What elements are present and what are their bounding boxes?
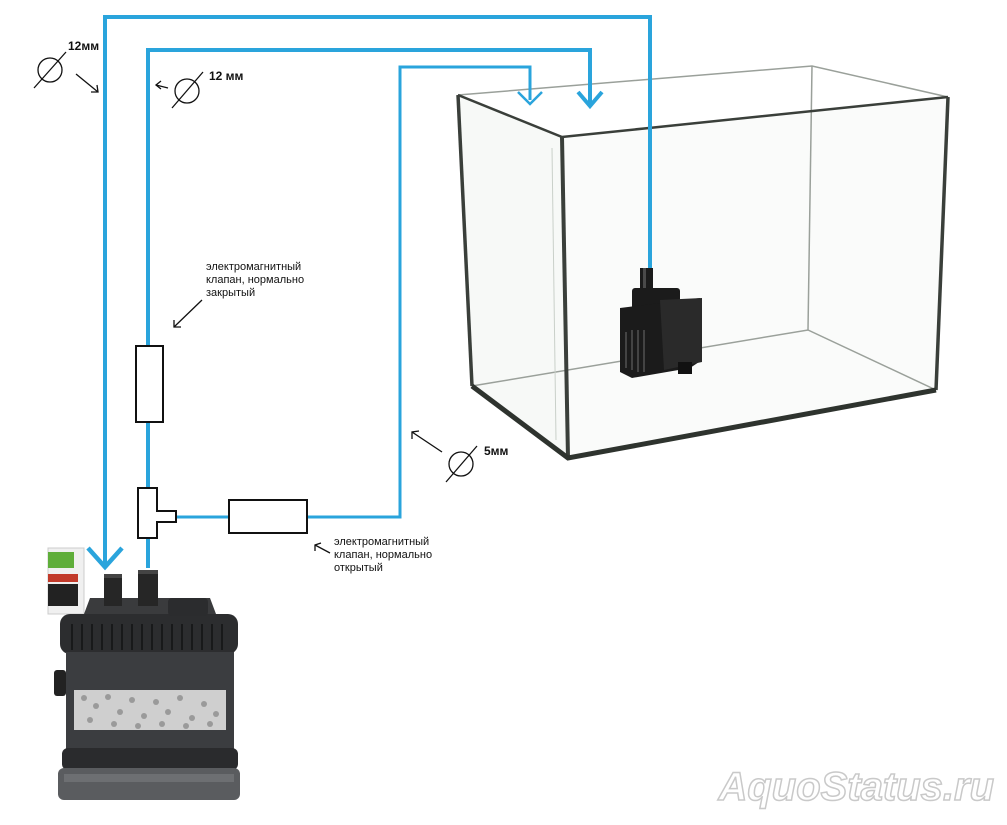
arrow-pointer-icon <box>173 299 203 328</box>
pump-foot <box>678 362 692 374</box>
arrow-pointer-icon <box>91 84 99 93</box>
diameter-symbol-icon <box>445 445 478 483</box>
dim-label-small: 5мм <box>484 444 509 458</box>
valve-closed-line-1: электромагнитный <box>206 261 301 273</box>
aquarium-tank <box>456 65 950 461</box>
filter-top-rim <box>60 614 238 654</box>
tank-glass-tint <box>458 95 568 458</box>
tank-right-edge <box>934 96 950 391</box>
arrow-pointer-icon <box>411 431 443 453</box>
filter-media-gravel <box>81 694 219 729</box>
arrow-pointer-icon <box>154 80 162 90</box>
arrow-down-icon <box>576 90 604 110</box>
tank-front-tint <box>562 97 948 458</box>
valve-closed-line-2: клапан, нормально <box>206 274 304 286</box>
valve-open-line-2: клапан, нормально <box>334 549 432 561</box>
arrow-pointer-icon <box>75 73 99 93</box>
filter-handle <box>168 598 208 616</box>
diameter-symbol-icon <box>448 451 474 477</box>
tank-left-edge <box>456 94 474 387</box>
pipe-filter-to-tank <box>146 48 592 568</box>
filter-outlet-nozzle <box>138 570 158 606</box>
filter-inlet-nozzle <box>104 574 122 606</box>
diameter-symbol-icon <box>174 78 200 104</box>
valve-open-line-1: электромагнитный <box>334 536 429 548</box>
arrow-pointer-icon <box>314 544 331 554</box>
diameter-symbol-icon <box>171 71 204 109</box>
valve-open-line-3: открытый <box>334 562 383 574</box>
arrow-pointer-icon <box>173 320 181 328</box>
valve-normally-closed <box>135 345 164 423</box>
tank-back-bottom <box>471 329 937 391</box>
dim-inner-marker: 12 мм <box>154 69 244 109</box>
canister-filter <box>47 547 240 800</box>
tee-joint <box>137 487 177 539</box>
dim-left-marker: 12мм <box>33 39 99 93</box>
pipe-network <box>86 15 652 571</box>
arrow-down-icon <box>86 546 124 571</box>
filter-media-window <box>74 690 226 730</box>
filter-base <box>58 768 240 800</box>
submersible-pump <box>620 268 702 378</box>
diameter-symbol-icon <box>37 57 63 83</box>
valve-open-pointer <box>314 542 331 554</box>
filter-lower-band <box>62 748 238 770</box>
tank-highlight <box>551 147 557 441</box>
tank-bottom-front-edges <box>470 384 937 461</box>
arrow-pointer-icon <box>155 84 169 89</box>
tank-front-corner <box>560 136 570 459</box>
dim-label-left: 12мм <box>68 39 99 53</box>
filter-side-latch <box>54 670 66 696</box>
pipe-pump-to-filter <box>103 15 652 565</box>
diameter-symbol-icon <box>33 51 67 89</box>
arrow-down-icon <box>517 91 543 106</box>
pump-side <box>660 298 702 370</box>
arrow-pointer-icon <box>314 542 322 551</box>
dim-small-marker: 5мм <box>411 430 509 483</box>
arrow-pointer-icon <box>411 430 420 439</box>
dim-label-inner: 12 мм <box>209 69 244 83</box>
valve-open-label: электромагнитный клапан, нормально откры… <box>334 536 435 574</box>
valve-closed-label: электромагнитный клапан, нормально закры… <box>206 261 307 299</box>
valve-closed-line-3: закрытый <box>206 287 255 299</box>
watermark: AquoStatus.ru <box>717 765 994 809</box>
valve-closed-pointer <box>173 299 203 328</box>
pipe-bypass <box>175 65 532 519</box>
pump-intake-grill <box>625 330 645 372</box>
filter-ridges <box>71 624 223 650</box>
valve-normally-open <box>228 499 308 534</box>
